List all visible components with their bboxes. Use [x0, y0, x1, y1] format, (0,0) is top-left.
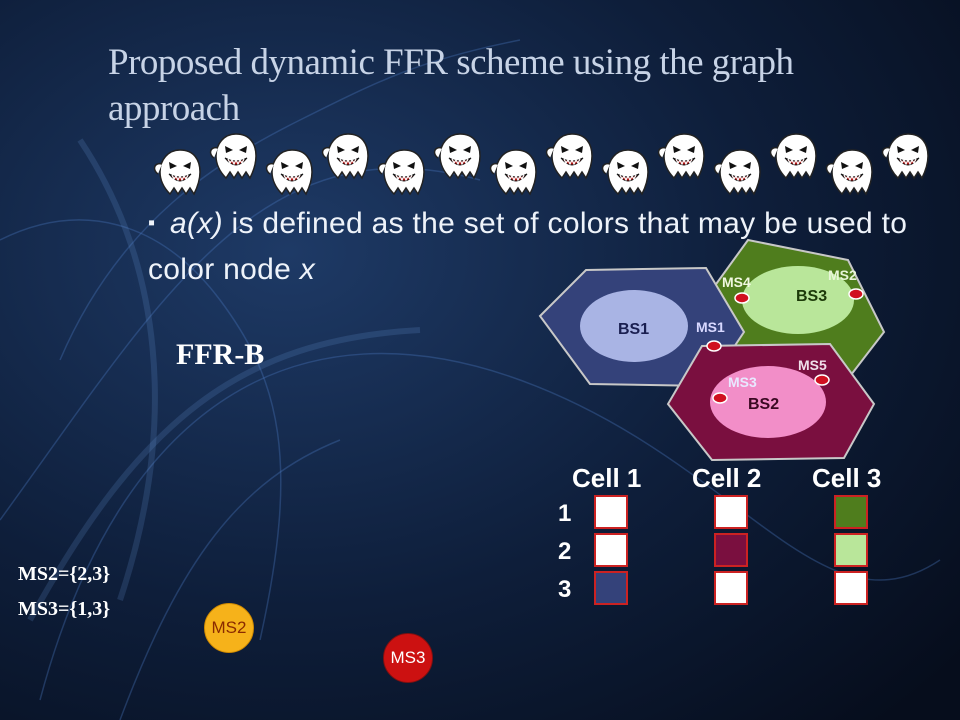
ms3-color-set: MS3={1,3} [18, 598, 111, 620]
row-label-2: 2 [558, 538, 572, 565]
ghost-icon [433, 133, 481, 179]
cell-diagram: BS1 BS2 BS3 MS1 MS2 MS3 MS4 MS5 [538, 238, 886, 462]
ghost-icon [881, 133, 929, 179]
ghost-icon [713, 149, 761, 195]
ghost-icon [153, 149, 201, 195]
ms4-label: MS4 [722, 274, 751, 290]
channel-box-cell1-row3 [594, 571, 628, 605]
cell-header-3: Cell 3 [812, 463, 882, 493]
bs3-label: BS3 [796, 288, 827, 305]
ghost-icon [825, 149, 873, 195]
channel-box-cell2-row2 [714, 533, 748, 567]
row-label-1: 1 [558, 500, 572, 527]
ms2-color-set: MS2={2,3} [18, 563, 111, 585]
ms2-dot [848, 288, 864, 300]
cell-header-2: Cell 2 [692, 463, 762, 493]
channel-box-cell3-row3 [834, 571, 868, 605]
bullet-square-icon: ▪ [148, 212, 156, 234]
bullet-variable: x [299, 253, 316, 286]
row-label-3: 3 [558, 576, 572, 603]
ghost-icon [265, 149, 313, 195]
bs2-label: BS2 [748, 396, 779, 413]
channel-box-cell2-row1 [714, 495, 748, 529]
ms2-label: MS2 [828, 267, 857, 283]
ghost-icon [489, 149, 537, 195]
channel-box-cell3-row1 [834, 495, 868, 529]
scheme-label: FFR-B [176, 338, 265, 371]
cell-header-1: Cell 1 [572, 463, 642, 493]
ghost-icon [769, 133, 817, 179]
ms5-dot [814, 374, 830, 386]
cell-2 [666, 342, 876, 462]
channel-box-cell1-row2 [594, 533, 628, 567]
ms3-label: MS3 [728, 374, 757, 390]
bullet-body: is defined as the set of colors that may… [148, 207, 908, 286]
ghost-icon [657, 133, 705, 179]
ghost-icon [377, 149, 425, 195]
ms3-token[interactable]: MS3 [383, 633, 433, 683]
ghost-icon [601, 149, 649, 195]
slide-title: Proposed dynamic FFR scheme using the gr… [108, 42, 794, 129]
ghost-icon [545, 133, 593, 179]
ms3-dot [712, 392, 728, 404]
ms5-label: MS5 [798, 357, 827, 373]
channel-box-cell1-row1 [594, 495, 628, 529]
channel-box-cell2-row3 [714, 571, 748, 605]
cell-3 [704, 238, 886, 386]
ghost-icon [321, 133, 369, 179]
ms4-dot [734, 292, 750, 304]
ghost-row [153, 133, 929, 195]
bullet-text: ▪ a(x) is defined as the set of colors th… [148, 200, 928, 293]
bullet-term: a(x) [170, 207, 223, 240]
cell-1 [538, 266, 746, 388]
ghost-icon [209, 133, 257, 179]
ms1-dot [706, 340, 722, 352]
ms1-label: MS1 [696, 319, 725, 335]
ms2-token[interactable]: MS2 [204, 603, 254, 653]
channel-box-cell3-row2 [834, 533, 868, 567]
bs1-label: BS1 [618, 321, 649, 338]
